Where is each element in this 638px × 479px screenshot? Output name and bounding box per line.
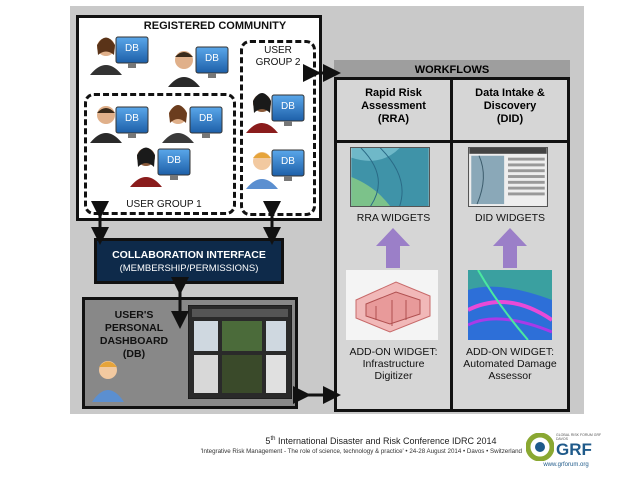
did-heading-line: Data Intake &: [475, 87, 545, 99]
dashboard-line: (DB): [122, 348, 146, 360]
conference-tagline: 'Integrative Risk Management - The role …: [200, 448, 522, 455]
infrastructure-digitizer-image: [346, 270, 438, 340]
user-group-2-label-line1: USER: [264, 45, 292, 56]
did-addon-line: Automated Damage: [463, 358, 557, 370]
dashboard-line: USER'S: [114, 309, 154, 321]
user-group-1-label: USER GROUP 1: [126, 199, 202, 210]
user-group-2-label-line2: GROUP 2: [255, 57, 301, 68]
did-addon-label: ADD-ON WIDGET: Automated Damage Assessor: [453, 346, 567, 382]
user-group-1-box: [84, 93, 236, 215]
user-with-db-icon: [90, 36, 149, 75]
rra-widgets-label: RRA WIDGETS: [356, 212, 431, 224]
user-with-db-icon: [130, 147, 191, 187]
did-heading-line: (DID): [496, 113, 524, 125]
damage-assessor-image: [468, 270, 552, 340]
collaboration-interface-subtitle: (MEMBERSHIP/PERMISSIONS): [119, 263, 259, 274]
user-with-db-icon: [90, 106, 149, 143]
grf-logo-text: GRF: [556, 440, 592, 459]
rra-addon-line: Digitizer: [374, 370, 413, 382]
dashboard-screenshot: [188, 305, 292, 399]
did-heading-line: Discovery: [483, 100, 537, 112]
did-addon-line: ADD-ON WIDGET:: [465, 346, 555, 358]
db-label: DB: [167, 155, 181, 166]
grf-url[interactable]: www.grforum.org: [543, 462, 589, 468]
did-addon-line: Assessor: [488, 370, 532, 382]
dashboard-user-icon: [92, 361, 124, 402]
user-with-db-icon: [246, 149, 305, 189]
db-label: DB: [125, 113, 139, 124]
conference-name: International Disaster and Risk Conferen…: [275, 436, 497, 446]
conference-number: 5: [265, 436, 271, 446]
registered-community-title: REGISTERED COMMUNITY: [143, 20, 287, 32]
collaboration-interface-title: COLLABORATION INTERFACE: [112, 249, 266, 261]
user-with-db-icon: [168, 46, 229, 87]
dashboard-line: DASHBOARD: [99, 335, 169, 347]
rra-heading: Rapid Risk Assessment (RRA): [337, 87, 450, 126]
rra-heading-line: (RRA): [377, 113, 410, 125]
did-widgets-label: DID WIDGETS: [475, 212, 545, 224]
db-label: DB: [281, 101, 295, 112]
db-label: DB: [199, 113, 213, 124]
rra-heading-line: Rapid Risk: [365, 87, 422, 99]
grf-logo: GLOBAL RISK FORUM GRF DAVOS GRF: [526, 433, 606, 461]
rra-heading-rule: [337, 140, 450, 143]
rra-heading-line: Assessment: [361, 100, 426, 112]
grf-logo-mark-icon: [526, 433, 554, 461]
conference-title: 5th International Disaster and Risk Conf…: [240, 436, 522, 446]
rra-up-arrow-icon: [376, 228, 410, 268]
collaboration-interface-box: COLLABORATION INTERFACE (MEMBERSHIP/PERM…: [94, 238, 284, 284]
rra-addon-line: Infrastructure: [362, 358, 425, 370]
personal-dashboard-title: USER'S PERSONAL DASHBOARD (DB): [86, 309, 182, 361]
did-widget-screenshot: [468, 147, 548, 207]
workflows-title: WORKFLOWS: [334, 60, 570, 80]
dashboard-line: PERSONAL: [104, 322, 164, 334]
db-label: DB: [125, 43, 139, 54]
conference-ordinal: th: [270, 436, 276, 442]
user-with-db-icon: [162, 105, 223, 143]
db-label: DB: [205, 53, 219, 64]
grf-logo-small: GLOBAL RISK FORUM GRF DAVOS: [556, 433, 602, 441]
user-with-db-icon: [246, 93, 305, 133]
rra-widget-map: [350, 147, 430, 207]
rra-addon-line: ADD-ON WIDGET:: [349, 346, 438, 358]
workflows-divider: [450, 80, 453, 412]
did-heading: Data Intake & Discovery (DID): [453, 87, 567, 126]
did-up-arrow-icon: [493, 228, 527, 268]
rra-addon-label: ADD-ON WIDGET: Infrastructure Digitizer: [337, 346, 450, 382]
users-illustration: [90, 36, 305, 189]
did-heading-rule: [453, 140, 567, 143]
db-label: DB: [281, 156, 295, 167]
